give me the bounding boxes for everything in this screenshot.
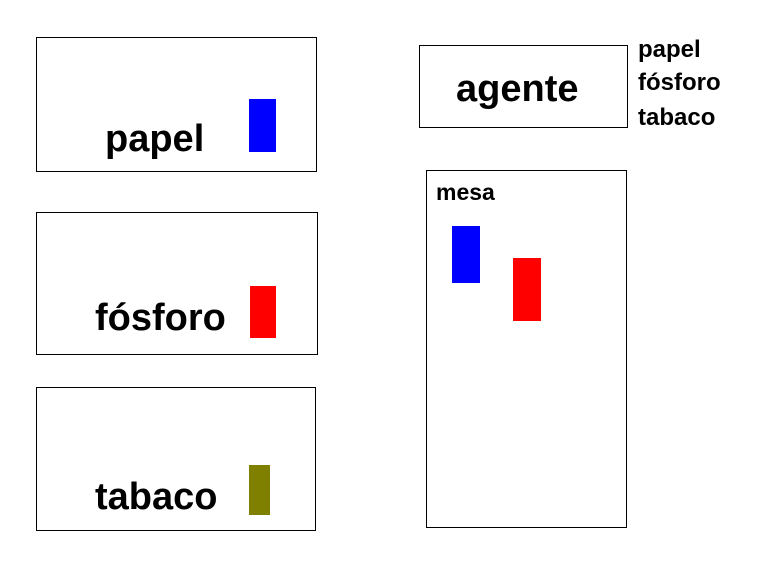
agent-label: agente <box>456 68 579 110</box>
smoker-box-papel: papel <box>36 37 317 172</box>
smoker-box-tabaco: tabaco <box>36 387 316 531</box>
smoker-ingredient-swatch-papel <box>249 99 276 152</box>
table-box: mesa <box>426 170 627 528</box>
smoker-ingredient-swatch-fosforo <box>250 286 276 338</box>
smoker-ingredient-swatch-tabaco <box>249 465 270 515</box>
table-ingredient-swatch-red <box>513 258 541 321</box>
agent-item-fosforo: fósforo <box>638 69 721 96</box>
agent-item-tabaco: tabaco <box>638 104 716 131</box>
table-label: mesa <box>436 179 495 205</box>
agent-item-papel: papel <box>638 36 701 63</box>
smoker-box-fosforo: fósforo <box>36 212 318 355</box>
table-ingredient-swatch-blue <box>452 226 480 283</box>
smoker-label-papel: papel <box>105 118 205 160</box>
agent-box: agente <box>419 45 628 128</box>
smoker-label-tabaco: tabaco <box>95 476 218 518</box>
smoker-label-fosforo: fósforo <box>95 297 226 339</box>
